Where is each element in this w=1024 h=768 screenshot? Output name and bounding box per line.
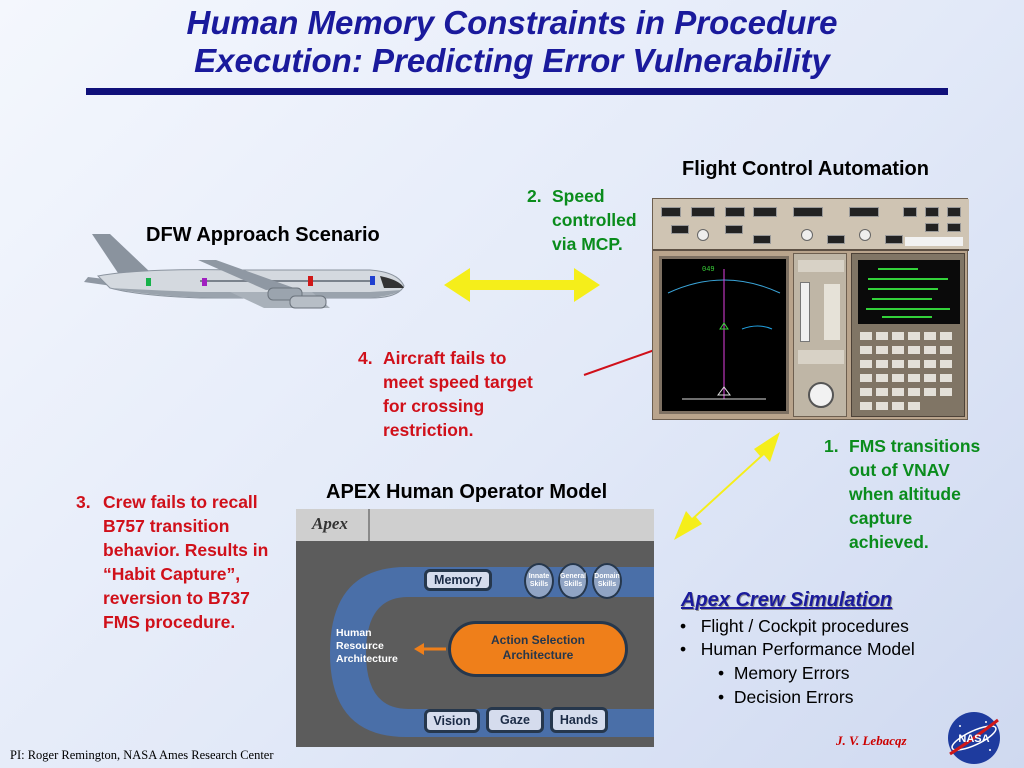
double-arrow-diagonal: [674, 432, 780, 540]
item-4-number: 4.: [358, 348, 373, 368]
mode-control-panel: [653, 199, 969, 251]
fms-control-display-unit: [851, 253, 965, 417]
item-4-line-4: restriction.: [383, 420, 474, 440]
simulation-bullet-1: • Flight / Cockpit procedures: [680, 616, 909, 636]
action-selection-architecture: Action Selection Architecture: [448, 621, 628, 677]
domain-skills-node: Domain Skills: [592, 563, 622, 599]
simulation-bullet-2-text: Human Performance Model: [700, 639, 915, 659]
mode-select-panel: [793, 253, 847, 417]
simulation-sub-bullet-2-text: Decision Errors: [733, 687, 854, 707]
item-1-line-4: capture: [849, 508, 913, 528]
title-underline: [86, 88, 948, 95]
item-3-line-6: FMS procedure.: [103, 612, 236, 632]
item-1-line-1: FMS transitions: [849, 436, 981, 456]
simulation-sub-bullet-2: • Decision Errors: [718, 687, 854, 707]
automation-label: Flight Control Automation: [682, 158, 929, 180]
item-2-line-2: controlled: [552, 210, 637, 230]
human-resource-architecture-label: Human Resource Architecture: [336, 627, 398, 666]
nasa-logo: NASA: [948, 712, 1000, 764]
item-3-line-5: reversion to B737: [103, 588, 250, 608]
airplane-illustration: [84, 234, 405, 309]
slide-title-line-2: Execution: Predicting Error Vulnerabilit…: [194, 42, 830, 79]
item-3-line-2: B757 transition: [103, 516, 230, 536]
cockpit-panel: 049: [652, 198, 969, 420]
simulation-sub-bullet-1-text: Memory Errors: [733, 663, 850, 683]
hands-box: Hands: [550, 707, 608, 733]
item-4-line-2: meet speed target: [383, 372, 533, 392]
item-3-line-4: “Habit Capture”,: [103, 564, 241, 584]
item-1: 1. FMS transitions out of VNAV when alti…: [824, 434, 1020, 556]
apex-logo: Apex: [312, 514, 348, 533]
simulation-bullet-2: • Human Performance Model: [680, 639, 915, 659]
item-2: 2. Speed controlled via MCP.: [527, 184, 657, 260]
apex-toolbar: Apex: [296, 509, 654, 541]
innate-skills-node: Innate Skills: [524, 563, 554, 599]
item-2-number: 2.: [527, 186, 542, 206]
hra-line-3: Architecture: [336, 653, 398, 665]
gaze-box: Gaze: [486, 707, 544, 733]
item-1-number: 1.: [824, 436, 839, 456]
item-3-line-3: behavior. Results in: [103, 540, 269, 560]
vision-box: Vision: [424, 709, 480, 733]
apex-diagram: Apex Memory Innate Skills General Skills…: [296, 509, 654, 747]
primary-flight-display: 049: [659, 256, 789, 414]
item-2-line-3: via MCP.: [552, 234, 623, 254]
simulation-title: Apex Crew Simulation: [681, 589, 893, 611]
item-4-line-3: for crossing: [383, 396, 485, 416]
item-1-line-5: achieved.: [849, 532, 929, 552]
hra-line-2: Resource: [336, 640, 384, 652]
item-4: 4. Aircraft fails to meet speed target f…: [358, 346, 568, 444]
scenario-label: DFW Approach Scenario: [146, 224, 380, 246]
item-1-line-3: when altitude: [849, 484, 961, 504]
double-arrow-horizontal: [444, 268, 600, 302]
author-credit: J. V. Lebacqz: [836, 733, 907, 748]
simulation-sub-bullet-1: • Memory Errors: [718, 663, 850, 683]
item-3: 3. Crew fails to recall B757 transition …: [76, 490, 296, 636]
simulation-bullet-1-text: Flight / Cockpit procedures: [700, 616, 909, 636]
hra-line-1: Human: [336, 627, 372, 639]
slide-title-line-1: Human Memory Constraints in Procedure: [186, 4, 838, 41]
item-1-line-2: out of VNAV: [849, 460, 950, 480]
memory-box: Memory: [424, 569, 492, 591]
svg-text:NASA: NASA: [958, 733, 989, 745]
apex-model-label: APEX Human Operator Model: [326, 481, 608, 503]
apex-toolbar-divider: [368, 509, 370, 541]
item-3-line-1: Crew fails to recall: [103, 492, 258, 512]
item-2-line-1: Speed: [552, 186, 605, 206]
action-line-1: Action Selection: [490, 633, 585, 647]
action-line-2: Architecture: [502, 648, 574, 662]
item-4-line-1: Aircraft fails to: [383, 348, 507, 368]
svg-text:049: 049: [702, 266, 715, 274]
item-3-number: 3.: [76, 492, 91, 512]
footer-pi-credit: PI: Roger Remington, NASA Ames Research …: [10, 748, 274, 762]
general-skills-node: General Skills: [558, 563, 588, 599]
slide-title: Human Memory Constraints in Procedure Ex…: [0, 4, 1024, 80]
